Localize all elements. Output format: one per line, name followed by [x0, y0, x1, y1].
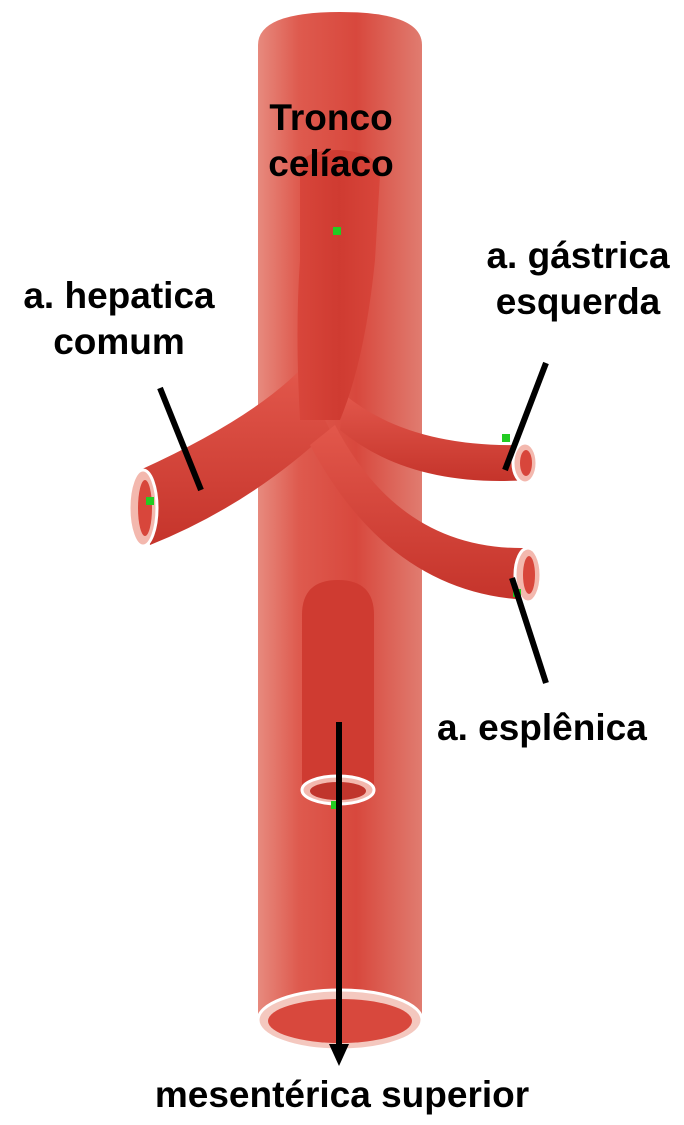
- label-tronco-celiaco: Tronco celíaco: [258, 95, 404, 187]
- label-hepatica-comum: a. hepatica comum: [8, 273, 230, 365]
- label-gastrica-esquerda: a. gástrica esquerda: [478, 233, 678, 325]
- label-mesenterica-superior: mesentérica superior: [100, 1072, 584, 1118]
- label-esplenica: a. esplênica: [437, 705, 647, 751]
- mesenterica-arrowhead: [329, 1044, 349, 1066]
